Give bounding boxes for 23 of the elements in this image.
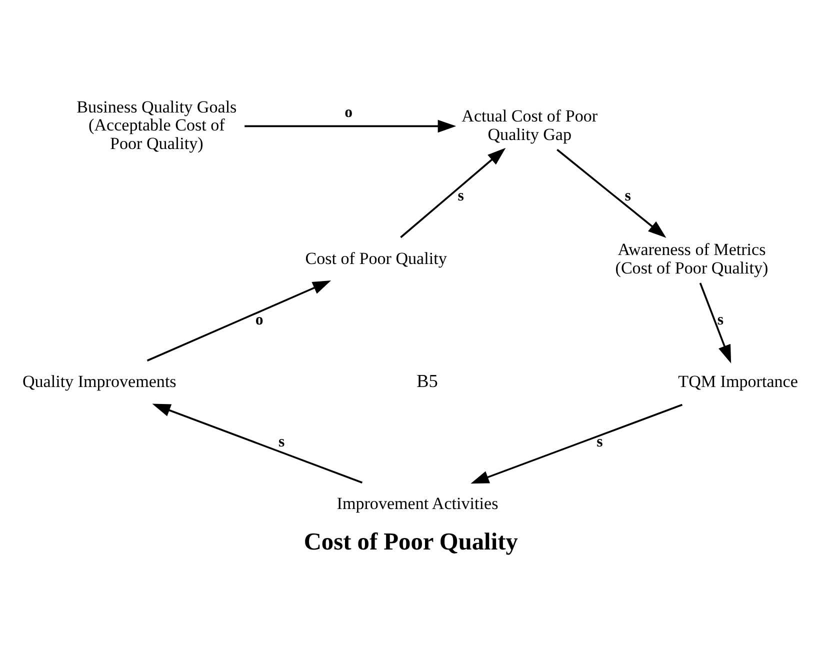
- arrow: [556, 148, 666, 238]
- node-text: Improvement Activities: [336, 494, 498, 514]
- node-text: Quality Improvements: [22, 372, 176, 392]
- edge-label: s: [596, 434, 602, 451]
- node-text: Awareness of Metrics (Cost of Poor Quality): [614, 240, 768, 278]
- caption: Cost of Poor Quality: [303, 528, 518, 556]
- edge-label: o: [344, 104, 352, 121]
- edge-label: o: [254, 312, 263, 329]
- node-text: Cost of Poor Quality: [304, 249, 446, 268]
- arrow: [244, 120, 456, 133]
- arrow: [470, 404, 682, 484]
- node-text: TQM Importance: [678, 372, 798, 392]
- arrow: [400, 148, 506, 238]
- edge-label: s: [624, 187, 630, 204]
- arrow: [152, 404, 362, 484]
- arrow: [146, 280, 331, 362]
- node-text: Actual Cost of Poor Quality Gap: [461, 106, 598, 144]
- arrow: [698, 282, 731, 364]
- label: B5: [416, 371, 438, 392]
- node-text: Business Quality Goals (Acceptable Cost of Poor Quality): [76, 97, 236, 153]
- edge-label: s: [278, 434, 284, 451]
- edge-label: s: [716, 312, 724, 329]
- edge-label: s: [457, 187, 464, 204]
